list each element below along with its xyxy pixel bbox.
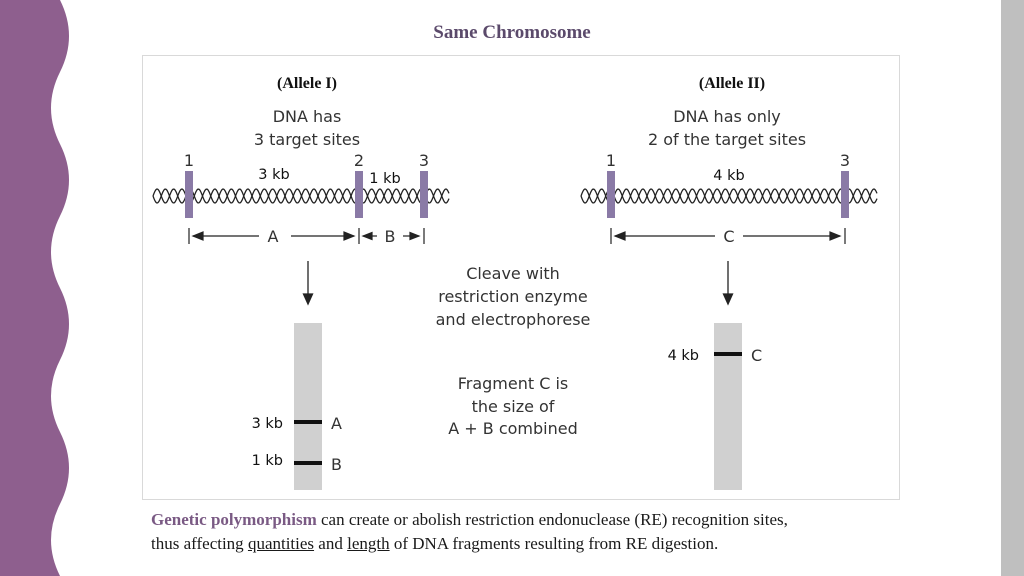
allele2-desc-line1: DNA has only bbox=[673, 107, 781, 126]
band-a bbox=[294, 420, 322, 424]
caption-text-4: of DNA fragments resulting from RE diges… bbox=[389, 534, 719, 553]
caption-term: Genetic polymorphism bbox=[151, 510, 317, 529]
caption-length: length bbox=[347, 534, 390, 553]
allele1-site-3: 3 bbox=[419, 151, 429, 170]
band-b bbox=[294, 461, 322, 465]
restriction-diagram: (Allele I) DNA has 3 target sites (Allel… bbox=[142, 55, 900, 500]
allele1-fragment-dimensions bbox=[188, 228, 425, 244]
allele2-label: (Allele II) bbox=[699, 75, 765, 92]
cleave-line-2: restriction enzyme bbox=[438, 287, 588, 306]
diagram-canvas: (Allele I) DNA has 3 target sites (Allel… bbox=[152, 75, 878, 490]
allele1-desc-line1: DNA has bbox=[273, 107, 342, 126]
band-c bbox=[714, 352, 742, 356]
allele2-seg-4kb: 4 kb bbox=[713, 168, 744, 184]
cleave-line-1: Cleave with bbox=[466, 264, 560, 283]
fragment-note-line-1: Fragment C is bbox=[458, 374, 569, 393]
fragment-c-label: C bbox=[723, 227, 734, 246]
slide-title: Same Chromosome bbox=[433, 22, 591, 43]
wavy-side-decoration bbox=[0, 0, 69, 576]
allele1-site-marker-1 bbox=[185, 171, 193, 218]
allele2-site-marker-3 bbox=[841, 171, 849, 218]
allele2-fragment-dimension bbox=[610, 228, 846, 244]
caption-text-2: thus affecting bbox=[151, 534, 248, 553]
right-edge-bar bbox=[1001, 0, 1024, 576]
caption: Genetic polymorphism can create or aboli… bbox=[151, 508, 991, 556]
cleave-line-3: and electrophorese bbox=[436, 310, 591, 329]
caption-text-3: and bbox=[314, 534, 348, 553]
allele2-down-arrow bbox=[722, 261, 734, 306]
band-a-name: A bbox=[331, 414, 342, 433]
allele1-desc-line2: 3 target sites bbox=[254, 130, 360, 149]
allele2-gel-lane bbox=[714, 323, 742, 490]
allele2-site-1: 1 bbox=[606, 151, 616, 170]
allele2-site-3: 3 bbox=[840, 151, 850, 170]
caption-text-1: can create or abolish restriction endonu… bbox=[316, 510, 788, 529]
allele1-dna-helix bbox=[152, 188, 450, 204]
allele1-site-2: 2 bbox=[354, 151, 364, 170]
band-c-name: C bbox=[751, 346, 762, 365]
allele1-down-arrow bbox=[302, 261, 314, 306]
allele2-site-marker-1 bbox=[607, 171, 615, 218]
allele1-seg-1kb: 1 kb bbox=[369, 171, 400, 187]
allele2-dna-helix bbox=[580, 188, 878, 204]
allele1-label: (Allele I) bbox=[277, 75, 337, 92]
allele1-seg-3kb: 3 kb bbox=[258, 167, 289, 183]
caption-quantities: quantities bbox=[247, 534, 315, 553]
band-b-size: 1 kb bbox=[252, 453, 283, 469]
fragment-b-label: B bbox=[385, 227, 396, 246]
band-b-name: B bbox=[331, 455, 342, 474]
allele2-desc-line2: 2 of the target sites bbox=[648, 130, 806, 149]
band-c-size: 4 kb bbox=[668, 348, 699, 364]
allele1-site-marker-3 bbox=[420, 171, 428, 218]
fragment-note-line-3: A + B combined bbox=[448, 419, 578, 438]
allele1-site-marker-2 bbox=[355, 171, 363, 218]
fragment-a-label: A bbox=[268, 227, 279, 246]
allele1-site-1: 1 bbox=[184, 151, 194, 170]
band-a-size: 3 kb bbox=[252, 416, 283, 432]
fragment-note-line-2: the size of bbox=[472, 397, 555, 416]
